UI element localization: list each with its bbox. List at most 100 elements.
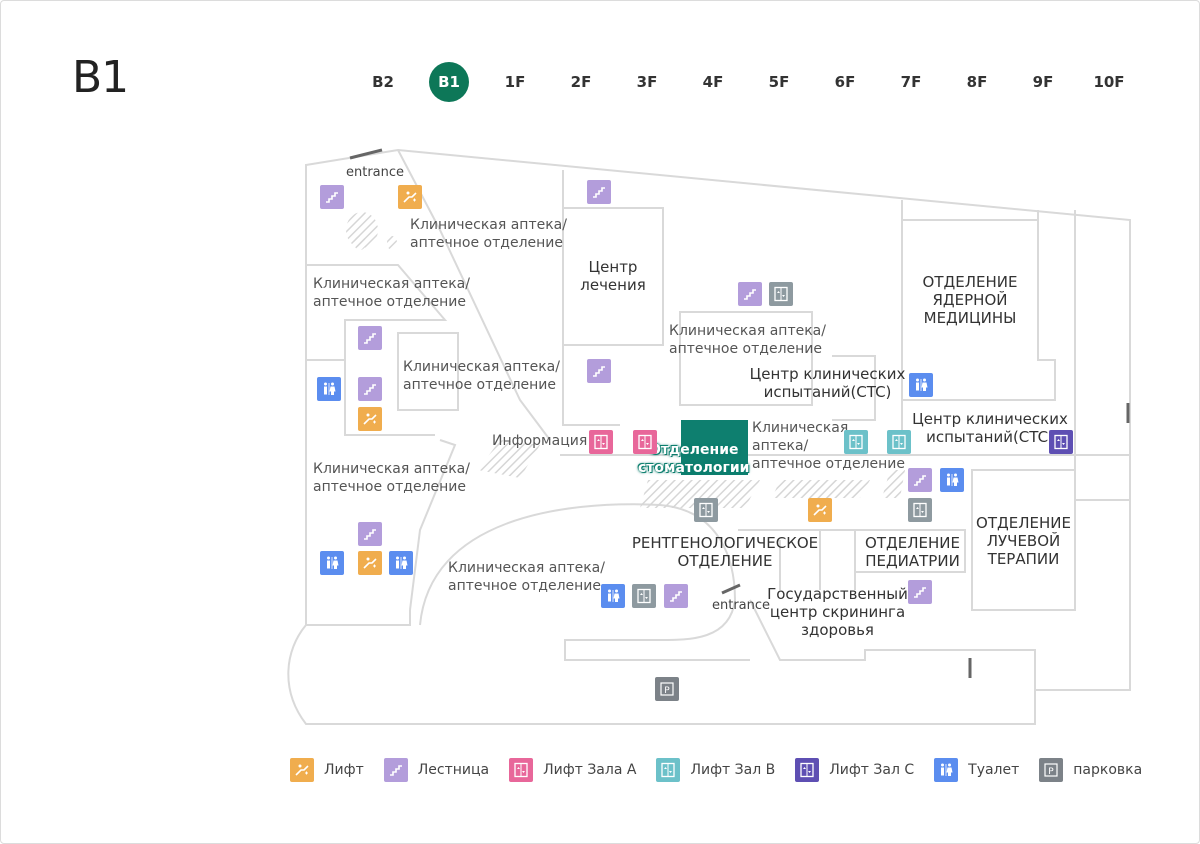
floor-tab-label: 4F [702,73,724,91]
radiology-label: РЕНТГЕНОЛОГИЧЕСКОЕ ОТДЕЛЕНИЕ [631,534,819,570]
stairs-icon[interactable] [358,326,382,350]
floor-tab-label: 7F [900,73,922,91]
entrance-label-bottom: entrance [712,598,771,613]
parking-icon[interactable]: P [655,677,679,701]
legend-item: Лифт Зала A [509,758,636,782]
floor-tab-9f[interactable]: 9F [1010,62,1076,102]
toilet-icon [934,758,959,782]
nuclear-medicine-label: ОТДЕЛЕНИЕ ЯДЕРНОЙ МЕДИЦИНЫ [922,273,1018,327]
pharmacy-label: Клиническая аптека/ аптечное отделение [752,420,905,472]
legend-label: Лифт Зала A [543,762,637,778]
pharmacy-label: Клиническая аптека/ аптечное отделение [448,560,605,594]
treatment-center-label: Центр лечения [580,258,646,294]
legend-item: Лифт Зал B [656,758,775,782]
stairs-icon[interactable] [908,468,932,492]
svg-text:P: P [664,686,670,696]
legend-item: Лифт Зал C [795,758,914,782]
dentistry-area[interactable] [681,420,748,475]
stairs-icon [383,758,408,782]
stairs-icon[interactable] [587,359,611,383]
floor-tab-label: 5F [768,73,790,91]
escalator-icon[interactable] [808,498,832,522]
floor-tab-label: 9F [1032,73,1054,91]
legend-label: Лестница [417,762,490,778]
floor-tab-3f[interactable]: 3F [614,62,680,102]
stairs-icon[interactable] [587,180,611,204]
stairs-icon[interactable] [358,522,382,546]
escalator-icon[interactable] [358,551,382,575]
legend-label: парковка [1073,762,1143,778]
ctc-label: Центр клинических испытаний(CTC) [749,365,906,401]
toilet-icon[interactable] [389,551,413,575]
legend-label: Лифт Зал B [690,762,776,778]
elevator-c-icon [795,758,820,782]
screening-center-label: Государственный центр скрининга здоровья [767,585,908,639]
legend-label: Лифт [324,762,364,778]
stairs-icon[interactable] [738,282,762,306]
toilet-icon[interactable] [317,377,341,401]
elevator-icon[interactable] [908,498,932,522]
entrance-label-top: entrance [346,165,405,180]
floor-tab-1f[interactable]: 1F [482,62,548,102]
floor-tab-8f[interactable]: 8F [944,62,1010,102]
floor-tab-label: 2F [570,73,592,91]
svg-text:P: P [1049,767,1055,777]
floor-tab-b2[interactable]: B2 [350,62,416,102]
dentistry-label[interactable]: Отделение стоматологии [638,442,750,476]
elevator-icon[interactable] [694,498,718,522]
floor-tab-label: 10F [1093,73,1125,91]
elevator-b-icon [656,758,681,782]
floor-tab-label: 3F [636,73,658,91]
floor-tab-label: B1 [429,62,469,102]
escalator-icon [290,758,314,782]
escalator-icon[interactable] [398,185,422,209]
toilet-icon[interactable] [320,551,344,575]
floor-tab-5f[interactable]: 5F [746,62,812,102]
stairs-icon[interactable] [320,185,344,209]
legend-label: Туалет [968,762,1020,778]
ctc-label: Центр клинических испытаний(CTC) [912,410,1068,446]
hatched-areas [346,212,905,508]
toilet-icon[interactable] [601,584,625,608]
floor-tab-10f[interactable]: 10F [1076,62,1142,102]
pharmacy-label: Клиническая аптека/ аптечное отделение [410,217,567,251]
legend-item: Туалет [934,758,1019,782]
pharmacy-label: Клиническая аптека/ аптечное отделение [313,276,470,310]
floor-title: B1 [72,52,129,103]
floor-tab-label: 6F [834,73,856,91]
elevator-a-icon[interactable] [633,430,657,454]
radiation-therapy-label: ОТДЕЛЕНИЕ ЛУЧЕВОЙ ТЕРАПИИ [976,514,1071,568]
floor-tab-label: 8F [966,73,988,91]
legend-item: Лифт [290,758,364,782]
elevator-icon[interactable] [769,282,793,306]
elevator-b-icon[interactable] [844,430,868,454]
elevator-a-icon [509,758,534,782]
toilet-icon[interactable] [940,468,964,492]
floor-tab-4f[interactable]: 4F [680,62,746,102]
pediatrics-label: ОТДЕЛЕНИЕ ПЕДИАТРИИ [865,534,960,570]
elevator-c-icon[interactable] [1049,430,1073,454]
floor-tab-label: 1F [504,73,526,91]
floor-tab-6f[interactable]: 6F [812,62,878,102]
floor-tab-7f[interactable]: 7F [878,62,944,102]
stairs-icon[interactable] [908,580,932,604]
information-label: Информация [492,433,588,449]
stairs-icon[interactable] [358,377,382,401]
elevator-b-icon[interactable] [887,430,911,454]
escalator-icon[interactable] [358,407,382,431]
toilet-icon[interactable] [909,373,933,397]
pharmacy-label: Клиническая аптека/ аптечное отделение [669,323,826,357]
floor-tab-label: B2 [372,73,394,91]
elevator-icon[interactable] [632,584,656,608]
legend-item: Лестница [383,758,490,782]
legend-label: Лифт Зал C [829,762,915,778]
stairs-icon[interactable] [664,584,688,608]
floor-tab-2f[interactable]: 2F [548,62,614,102]
elevator-a-icon[interactable] [589,430,613,454]
floor-tab-b1[interactable]: B1 [416,62,482,102]
floor-selector: B2 B1 1F 2F 3F 4F 5F 6F 7F 8F 9F 10F [350,62,1142,102]
map-legend: Лифт Лестница Лифт Зала A Лифт Зал B Лифт За… [290,758,1162,782]
parking-icon: P [1039,758,1064,782]
pharmacy-label: Клиническая аптека/ аптечное отделение [403,359,560,393]
